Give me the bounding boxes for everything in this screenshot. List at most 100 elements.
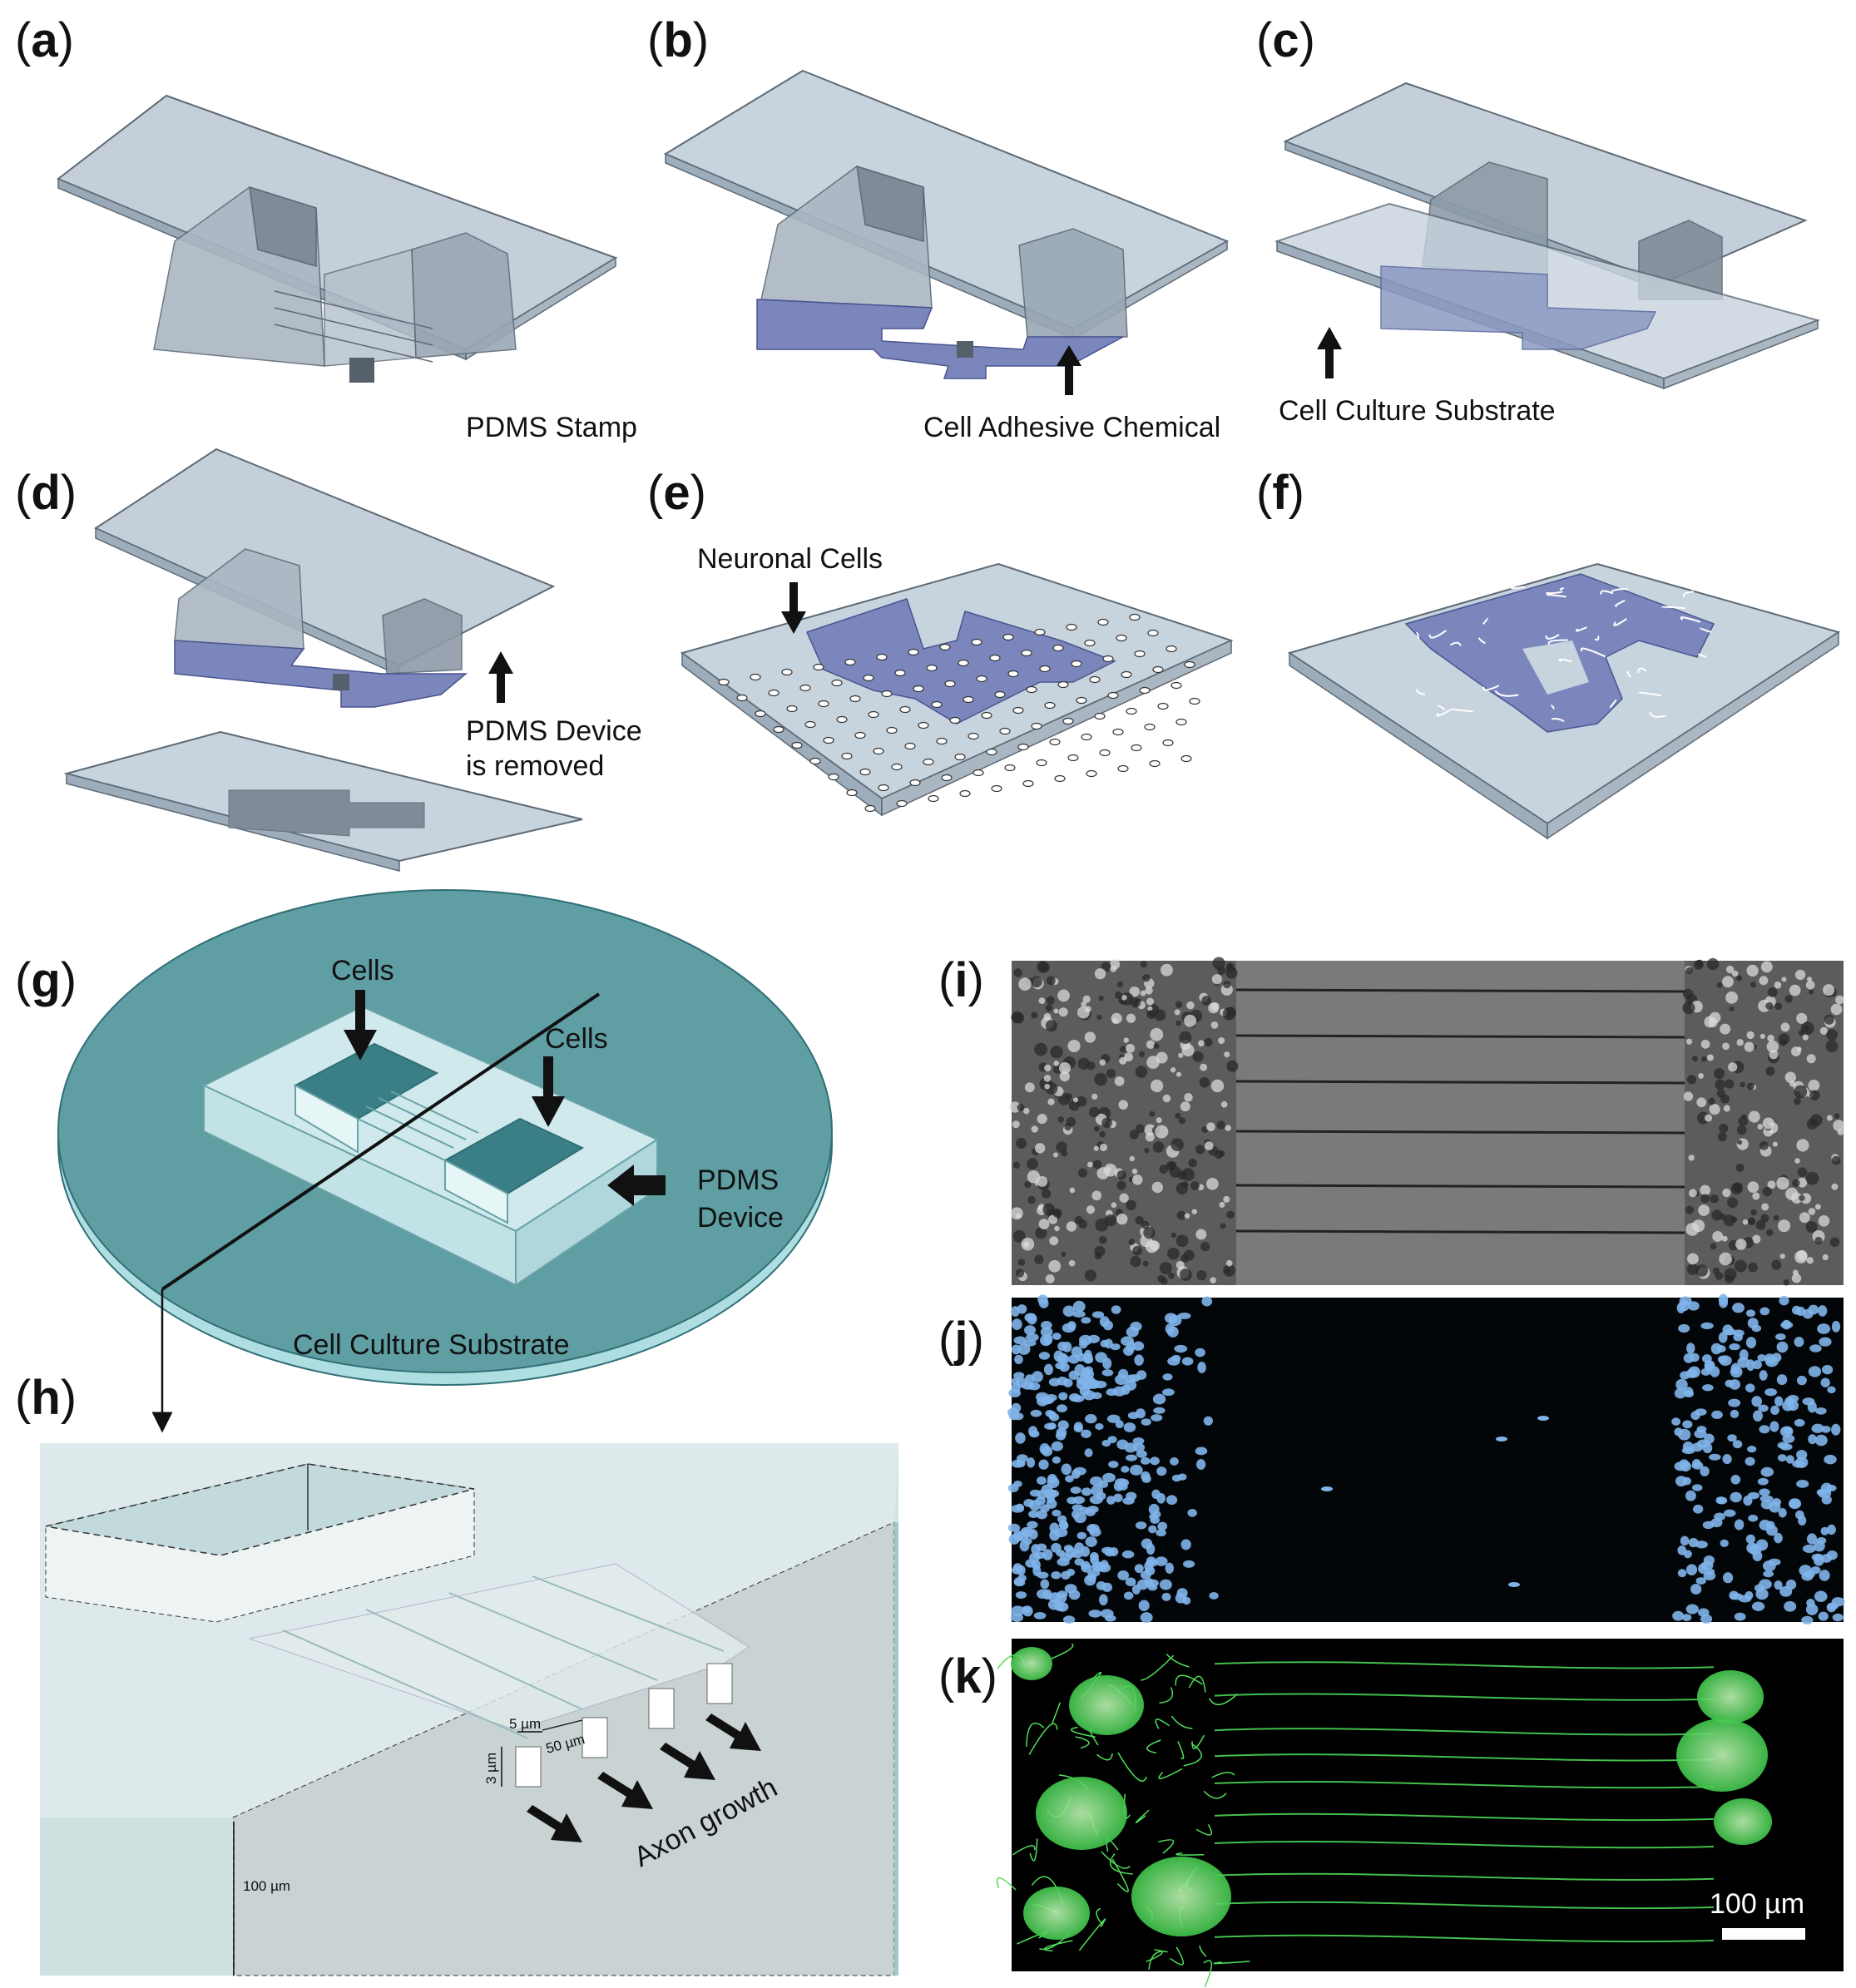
cell-dot-icon (1188, 1158, 1197, 1168)
cell-dot-icon (1192, 1051, 1204, 1062)
nucleus-dot (1062, 1615, 1076, 1624)
nucleus-dot (1029, 1552, 1040, 1563)
nucleus-dot (1090, 1551, 1099, 1561)
cell-dot-icon (1171, 681, 1182, 690)
cell-dot-icon (1053, 1152, 1059, 1158)
cell-dot-icon (981, 711, 992, 720)
nucleus-dot (1101, 1369, 1114, 1377)
neurite-stroke (1012, 1845, 1036, 1856)
cell-dot-icon (863, 674, 874, 682)
nucleus-dot (1011, 1605, 1025, 1617)
cell-dot-icon (1686, 1253, 1699, 1265)
nucleus-dot (1755, 1539, 1769, 1551)
cell-dot-icon (1808, 1208, 1816, 1215)
neurite-stroke (1171, 1715, 1193, 1729)
nucleus-dot (1057, 1557, 1070, 1566)
nucleus-dot (1729, 1343, 1740, 1351)
nucleus-dot (1821, 1554, 1832, 1563)
cell-dot-icon (1106, 1068, 1116, 1079)
nucleus-dot (1040, 1504, 1050, 1513)
cell-dot-icon (1045, 1020, 1057, 1032)
cell-dot-icon (1116, 981, 1124, 988)
neurite-stroke (1437, 705, 1446, 711)
cell-dot-icon (1685, 1038, 1693, 1045)
nucleus-dot (1036, 1476, 1047, 1485)
cell-dot-icon (1089, 675, 1101, 684)
nucleus-dot (1702, 1442, 1713, 1454)
nucleus-dot (1088, 1610, 1102, 1618)
cell-dot-icon (1686, 1075, 1697, 1085)
cell-dot-icon (1226, 1060, 1239, 1072)
cell-dot-icon (1042, 1203, 1055, 1216)
nucleus-dot (1016, 1460, 1026, 1468)
cell-dot-icon (1094, 1072, 1107, 1086)
cell-dot-icon (1797, 1167, 1808, 1178)
cell-dot-icon (1150, 1079, 1164, 1093)
cell-dot-icon (1175, 718, 1187, 726)
nucleus-dot (1072, 1310, 1086, 1318)
cell-dot-icon (1730, 1182, 1743, 1195)
cell-dot-icon (1123, 1037, 1129, 1043)
nucleus-dot (1729, 1590, 1739, 1600)
cell-dot-icon (1190, 1181, 1200, 1191)
cell-dot-icon (1024, 1082, 1035, 1093)
cell-dot-icon (1035, 1227, 1047, 1239)
cell-dot-icon (1129, 1155, 1136, 1162)
cell-dot-icon (1220, 1100, 1228, 1108)
cell-dot-icon (1746, 964, 1759, 977)
nucleus-dot (1771, 1498, 1782, 1506)
cell-dot-icon (1226, 962, 1235, 970)
cell-dot-icon (1081, 733, 1092, 741)
cell-dot-icon (1837, 1128, 1844, 1135)
nucleus-dot (1013, 1480, 1022, 1487)
scale-bar (1722, 1928, 1805, 1940)
nucleus-dot (1496, 1437, 1507, 1442)
cell-dot-icon (1102, 655, 1114, 663)
cell-dot-icon (1116, 1180, 1126, 1190)
nucleus-dot (1025, 1333, 1039, 1342)
cell-dot-icon (1093, 1145, 1099, 1151)
cell-dot-icon (1731, 1216, 1738, 1223)
neurite-stroke (1051, 1702, 1062, 1725)
neurite-stroke (1214, 1661, 1715, 1669)
nucleus-dot (1720, 1539, 1729, 1548)
nucleus-dot (1047, 1422, 1057, 1430)
nucleus-dot (1679, 1459, 1690, 1469)
cell-dot-icon (1809, 989, 1814, 995)
cell-dot-icon (750, 673, 761, 681)
cell-dot-icon (1135, 1066, 1148, 1078)
panel-label-f: (f) (1256, 466, 1304, 520)
nucleus-dot (1012, 1563, 1022, 1571)
nucleus-dot (1080, 1546, 1090, 1557)
cell-dot-icon (1223, 981, 1231, 989)
cell-dot-icon (1783, 1279, 1789, 1286)
nucleus-dot (1135, 1521, 1147, 1530)
cell-dot-icon (1034, 1143, 1046, 1154)
cell-dot-icon (1044, 1083, 1051, 1090)
neurite-stroke (996, 1877, 1017, 1891)
nucleus-dot (1038, 1352, 1051, 1360)
cell-dot-icon (1038, 1219, 1050, 1229)
nucleus-dot (1144, 1566, 1156, 1575)
neurite-stroke (1111, 1858, 1129, 1892)
nucleus-dot (1718, 1332, 1728, 1343)
cell-dot-icon (1034, 628, 1046, 636)
cell-dot-icon (1146, 1010, 1156, 1020)
nucleus-dot (1753, 1410, 1763, 1422)
nucleus-dot (1107, 1436, 1117, 1444)
neurite-stroke (1096, 1753, 1113, 1761)
cell-dot-icon (1210, 1079, 1225, 1093)
cell-dot-icon (1141, 1220, 1150, 1229)
black-arrow-icon (344, 990, 377, 1061)
nucleus-dot (1057, 1353, 1070, 1365)
nucleus-dot (1757, 1354, 1766, 1362)
cell-dot-icon (896, 799, 908, 808)
nucleus-dot (1774, 1532, 1783, 1544)
cell-dot-icon (1044, 1064, 1052, 1072)
cell-dot-icon (1071, 660, 1082, 668)
neurite-stroke (1043, 1940, 1073, 1952)
nucleus-dot (1791, 1305, 1801, 1315)
nucleus-dot (1751, 1601, 1765, 1611)
neurite-stroke (1436, 709, 1451, 717)
cell-dot-icon (1685, 967, 1693, 975)
